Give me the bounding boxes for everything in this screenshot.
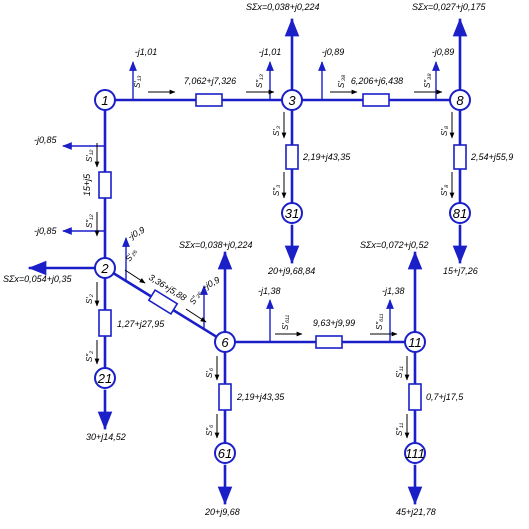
label-l21: 30+j14,52 <box>86 432 126 442</box>
label-f1111b: S″₁₁ <box>395 422 404 436</box>
resistor-1-3 <box>195 93 223 107</box>
resistor-8-81 <box>453 144 467 170</box>
label-b881: 2,54+j55,9 <box>470 152 513 162</box>
label-b12: 15+j5 <box>82 173 92 196</box>
node-2-label: 2 <box>100 261 109 276</box>
label-f13a: S′₁₃ <box>133 75 142 88</box>
label-b661: 2,19+j43,35 <box>236 392 285 402</box>
label-f881a: S′₈ <box>440 125 449 136</box>
label-q2-diag: -j0,9 <box>126 225 146 242</box>
label-f331b: S″₃ <box>272 185 281 196</box>
resistor-6-61 <box>218 383 232 411</box>
label-q6-diag: -j0,9 <box>201 275 221 292</box>
label-b11111: 0,7+j17,5 <box>426 392 464 402</box>
node-21: 21 <box>94 367 116 389</box>
label-l111: 45+j21,78 <box>396 507 436 517</box>
node-61-label: 61 <box>218 446 232 461</box>
label-f12a: S′₁₂ <box>85 150 94 162</box>
label-q6-right: -j1,38 <box>258 286 281 296</box>
node-81-label: 81 <box>453 206 467 221</box>
node-3: 3 <box>281 89 303 111</box>
node-2: 2 <box>94 257 116 279</box>
node-6-label: 6 <box>221 335 229 350</box>
resistor-1-2 <box>98 171 112 199</box>
label-s3: SΣx=0,038+j0,224 <box>246 2 319 12</box>
label-f661a: S′₆ <box>205 367 214 378</box>
flow-arrow-26b <box>185 308 207 323</box>
load-arrows <box>97 224 468 505</box>
label-s6: SΣx=0,038+j0,224 <box>179 240 252 250</box>
node-111-label: 111 <box>405 446 425 461</box>
node-8: 8 <box>449 89 471 111</box>
resistor-11-111 <box>408 383 422 411</box>
resistor-6-11 <box>315 335 343 349</box>
label-f661b: S″₆ <box>205 424 214 436</box>
label-q1-left: -j0,85 <box>34 135 58 145</box>
label-f611a: S′₆₁₁ <box>281 314 290 330</box>
label-s2: SΣx=0,054+j0,35 <box>3 274 72 284</box>
load-labels: SΣx=0,038+j0,224 SΣx=0,027+j0,175 SΣx=0,… <box>3 2 486 517</box>
resistor-3-31 <box>285 144 299 170</box>
resistor-2-21 <box>98 309 112 337</box>
label-b611: 9,63+j9,99 <box>313 318 355 328</box>
node-31-label: 31 <box>285 206 299 221</box>
resistors <box>98 93 467 411</box>
node-21-label: 21 <box>97 371 112 386</box>
branch-labels: 7,062+j7,326 6,206+j6,438 15+j5 3,36+j5,… <box>82 76 513 402</box>
nodes: 1 3 8 2 6 11 31 81 21 61 111 <box>94 89 471 464</box>
label-q8-up: -j0,89 <box>432 47 455 57</box>
label-f611b: S″₆₁₁ <box>375 313 384 330</box>
label-s11: SΣx=0,072+j0,52 <box>360 240 428 250</box>
label-q1-up: -j1,01 <box>135 47 158 57</box>
label-b331: 2,19+j43,35 <box>302 152 351 162</box>
label-q3-right: -j0,89 <box>322 47 345 57</box>
label-l31: 20+j9,68,84 <box>267 266 315 276</box>
label-b221: 1,27+j27,95 <box>117 319 165 329</box>
node-11: 11 <box>404 331 426 353</box>
label-q11-up: -j1,38 <box>382 286 405 296</box>
node-1: 1 <box>94 89 116 111</box>
label-f13b: S″₁₃ <box>255 74 264 88</box>
label-f881b: S″₈ <box>440 184 449 196</box>
label-f38a: S′₃₈ <box>337 74 346 88</box>
node-3-label: 3 <box>288 93 296 108</box>
label-s8: SΣx=0,027+j0,175 <box>412 2 486 12</box>
resistor-2-6 <box>147 288 179 316</box>
label-b13: 7,062+j7,326 <box>184 76 236 86</box>
label-b38: 6,206+j6,438 <box>351 76 403 86</box>
label-q2-left: -j0,85 <box>34 226 58 236</box>
label-q3-left: -j1,01 <box>259 47 282 57</box>
node-6: 6 <box>214 331 236 353</box>
node-31: 31 <box>281 202 303 224</box>
resistor-3-8 <box>362 93 390 107</box>
label-l61: 20+j9,68 <box>204 507 240 517</box>
node-81: 81 <box>449 202 471 224</box>
label-f331a: S′₃ <box>272 126 281 136</box>
node-8-label: 8 <box>456 93 464 108</box>
flow-labels: S′₁₃ S″₁₃ S′₃₈ S″₃₈ S′₁₂ S″₁₂ S′₂₆ S″₂₆ … <box>85 73 449 436</box>
node-11-label: 11 <box>408 335 422 350</box>
label-l81: 15+j7,26 <box>443 266 478 276</box>
label-f38b: S″₃₈ <box>423 73 432 88</box>
label-f12b: S″₁₂ <box>85 214 94 228</box>
label-f1111a: S′₁₁ <box>395 366 404 378</box>
flow-arrow-26a <box>124 269 146 284</box>
label-f26b: S″₂₆ <box>188 288 203 306</box>
node-61: 61 <box>214 442 236 464</box>
node-1-label: 1 <box>101 93 108 108</box>
flow-arrows <box>94 89 455 439</box>
label-f221a: S′₂ <box>85 294 94 304</box>
node-111: 111 <box>404 442 426 464</box>
label-f221b: S″₂ <box>85 351 94 362</box>
